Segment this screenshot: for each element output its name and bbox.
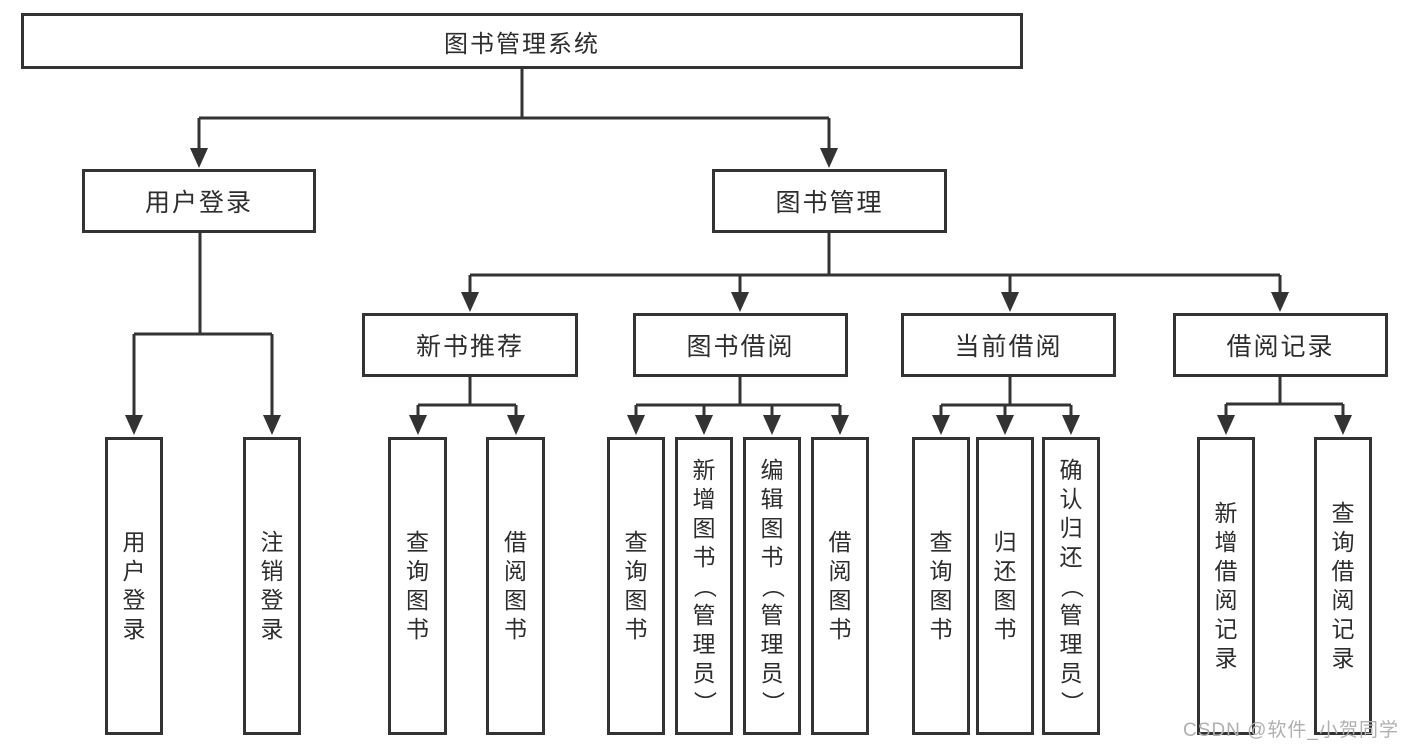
connector-borrow-to-leaves bbox=[634, 377, 842, 417]
arrowhead bbox=[190, 148, 208, 168]
arrowhead bbox=[461, 292, 479, 312]
node-book-borrow: 图书借阅 bbox=[633, 313, 848, 377]
node-current-borrow: 当前借阅 bbox=[901, 313, 1116, 377]
leaf-user-login: 用户登录 bbox=[105, 437, 163, 735]
arrowhead bbox=[763, 415, 781, 435]
arrowhead bbox=[820, 148, 838, 168]
arrowhead bbox=[1271, 292, 1289, 312]
node-library-management-system: 图书管理系统 bbox=[21, 13, 1023, 69]
arrowhead bbox=[731, 292, 749, 312]
node-borrow-records: 借阅记录 bbox=[1173, 313, 1388, 377]
leaf-add-book-admin: 新增图书（管理员） bbox=[675, 437, 733, 735]
arrowhead bbox=[125, 415, 143, 435]
connector-records-to-leaves bbox=[1224, 377, 1345, 417]
arrowhead bbox=[627, 415, 645, 435]
connector-current-to-leaves bbox=[939, 377, 1073, 417]
leaf-add-borrow-record: 新增借阅记录 bbox=[1197, 437, 1255, 735]
node-book-management: 图书管理 bbox=[712, 169, 947, 233]
arrowhead bbox=[1217, 415, 1235, 435]
arrowhead bbox=[409, 415, 427, 435]
leaf-query-books-recommend: 查询图书 bbox=[388, 437, 447, 735]
leaf-confirm-return-admin: 确认归还（管理员） bbox=[1042, 437, 1100, 735]
arrowhead bbox=[831, 415, 849, 435]
arrowhead bbox=[996, 415, 1014, 435]
arrowhead bbox=[263, 415, 281, 435]
arrowhead bbox=[695, 415, 713, 435]
arrowhead bbox=[1001, 292, 1019, 312]
leaf-edit-book-admin: 编辑图书（管理员） bbox=[743, 437, 801, 735]
leaf-query-borrow-record: 查询借阅记录 bbox=[1314, 437, 1372, 735]
connector-root-to-level2 bbox=[197, 69, 831, 150]
arrowhead bbox=[932, 415, 950, 435]
leaf-borrow-books-recommend: 借阅图书 bbox=[486, 437, 545, 735]
csdn-watermark: CSDN @软件_小贺同学 bbox=[1183, 720, 1399, 741]
arrowhead bbox=[507, 415, 525, 435]
leaf-logout: 注销登录 bbox=[243, 437, 301, 735]
connector-bookmgmt-to-level3 bbox=[468, 233, 1282, 294]
node-new-book-recommend: 新书推荐 bbox=[362, 313, 578, 377]
leaf-borrow-books-borrow: 借阅图书 bbox=[811, 437, 869, 735]
connector-login-to-leaves bbox=[132, 233, 274, 417]
leaf-return-book: 归还图书 bbox=[976, 437, 1034, 735]
connector-recommend-to-leaves bbox=[416, 377, 518, 417]
leaf-query-books-current: 查询图书 bbox=[912, 437, 970, 735]
arrowhead bbox=[1334, 415, 1352, 435]
node-user-login: 用户登录 bbox=[82, 169, 316, 233]
arrowhead bbox=[1062, 415, 1080, 435]
leaf-query-books-borrow: 查询图书 bbox=[607, 437, 665, 735]
